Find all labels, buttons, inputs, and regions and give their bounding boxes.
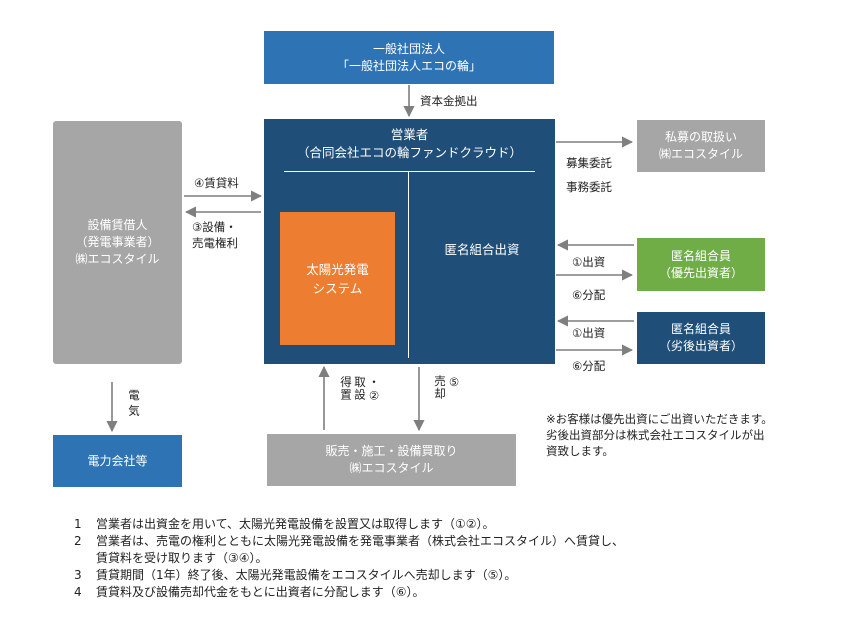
equipment-label: ③設備・ 売電権利: [192, 219, 238, 251]
lessee-role: （発電事業者）: [75, 235, 160, 249]
recruit-label: 募集委託: [566, 156, 612, 170]
rent-label: ④賃貸料: [194, 176, 239, 190]
power-company-box: 電力会社等: [53, 435, 182, 487]
junior-investor-title: 匿名組合員: [670, 322, 731, 336]
step-text-continued: 賃貸料を受け取ります（③④）。: [96, 551, 268, 565]
lessee-box: 設備賃借人 （発電事業者） ㈱エコスタイル: [53, 121, 182, 364]
association-box: 一般社団法人 「一般社団法人エコの輪」: [264, 31, 554, 84]
step-text: 賃貸期間（1年）終了後、太陽光発電設備をエコスタイルへ売却します（⑤）。: [96, 568, 517, 582]
note-line3: 資致します。: [546, 444, 614, 458]
distribute-junior-label: ⑥分配: [572, 359, 606, 373]
lessee-title: 設備賃借人: [87, 218, 148, 232]
private-placement-box: 私募の取扱い ㈱エコスタイル: [637, 120, 765, 172]
operator-divider: [284, 171, 535, 172]
junior-investor-type: （劣後出資者）: [658, 339, 743, 353]
operator-title: 営業者: [390, 127, 429, 142]
senior-investor-type: （優先出資者）: [658, 265, 743, 280]
step-text: 賃貸料及び設備売却代金をもとに出資者に分配します（⑥）。: [96, 585, 425, 599]
power-company-name: 電力会社等: [87, 453, 148, 468]
invest-senior-label: ①出資: [572, 255, 606, 269]
solar-system-box: 太陽光発電 システム: [280, 212, 395, 345]
equipment-label-line2: 売電権利: [192, 236, 238, 250]
senior-investor-box: 匿名組合員 （優先出資者）: [637, 238, 765, 291]
step-number: 4: [74, 585, 82, 599]
investor-note: ※お客様は優先出資にご出資いただきます。 劣後出資部分は株式会社エコスタイルが出…: [546, 411, 773, 459]
step-item: 2 営業者は、売電の権利とともに太陽光発電設備を発電事業者（株式会社エコスタイル…: [74, 533, 624, 550]
lessee-company: ㈱エコスタイル: [75, 252, 160, 266]
acquire-label: ・② 取設 得置: [339, 376, 381, 404]
note-line1: ※お客様は優先出資にご出資いただきます。: [546, 412, 773, 426]
invest-junior-label: ①出資: [572, 326, 606, 340]
anonymous-investment-label: 匿名組合出資: [444, 242, 520, 257]
sale-label-col2: 売却: [433, 375, 447, 400]
capital-label: 資本金拠出: [420, 94, 478, 108]
equipment-label-line1: ③設備・: [192, 220, 237, 234]
solar-line1: 太陽光発電: [306, 261, 369, 277]
association-name: 一般社団法人: [372, 41, 445, 56]
contractor-company: ㈱エコスタイル: [349, 461, 434, 475]
step-number: 3: [74, 568, 82, 582]
acquire-label-col1: ・②: [367, 376, 381, 404]
note-line2: 劣後出資部分は株式会社エコスタイルが出: [546, 428, 765, 442]
operator-vertical-divider: [408, 172, 409, 358]
junior-investor-box: 匿名組合員 （劣後出資者）: [637, 312, 765, 364]
step-item: 3 賃貸期間（1年）終了後、太陽光発電設備をエコスタイルへ売却します（⑤）。: [74, 567, 624, 584]
solar-line2: システム: [312, 280, 363, 296]
step-item: 1 営業者は出資金を用いて、太陽光発電設備を設置又は取得します（①②）。: [74, 516, 624, 533]
step-text: 営業者は出資金を用いて、太陽光発電設備を設置又は取得します（①②）。: [96, 517, 495, 531]
contractor-title: 販売・施工・設備買取り: [325, 444, 458, 458]
step-number: 1: [74, 517, 82, 531]
step-item: 4 賃貸料及び設備売却代金をもとに出資者に分配します（⑥）。: [74, 584, 624, 601]
contractor-box: 販売・施工・設備買取り ㈱エコスタイル: [267, 434, 516, 486]
sale-label: ⑤ 売却: [433, 375, 461, 400]
senior-investor-title: 匿名組合員: [670, 248, 731, 263]
acquire-label-col3: 得置: [339, 376, 353, 401]
association-full-name: 「一般社団法人エコの輪」: [336, 58, 481, 73]
acquire-label-col2: 取設: [353, 376, 367, 401]
operator-company: （合同会社エコの輪ファンドクラウド）: [296, 145, 522, 160]
electricity-label: 電気: [127, 389, 141, 420]
office-label: 事務委託: [566, 180, 612, 194]
step-text: 営業者は、売電の権利とともに太陽光発電設備を発電事業者（株式会社エコスタイル）へ…: [96, 534, 625, 548]
sale-label-col1: ⑤: [447, 375, 461, 390]
distribute-senior-label: ⑥分配: [572, 288, 606, 302]
steps-list: 1 営業者は出資金を用いて、太陽光発電設備を設置又は取得します（①②）。 2 営…: [74, 516, 624, 601]
private-placement-title: 私募の取扱い: [664, 130, 737, 144]
private-placement-company: ㈱エコスタイル: [658, 147, 743, 161]
step-number: 2: [74, 534, 82, 548]
